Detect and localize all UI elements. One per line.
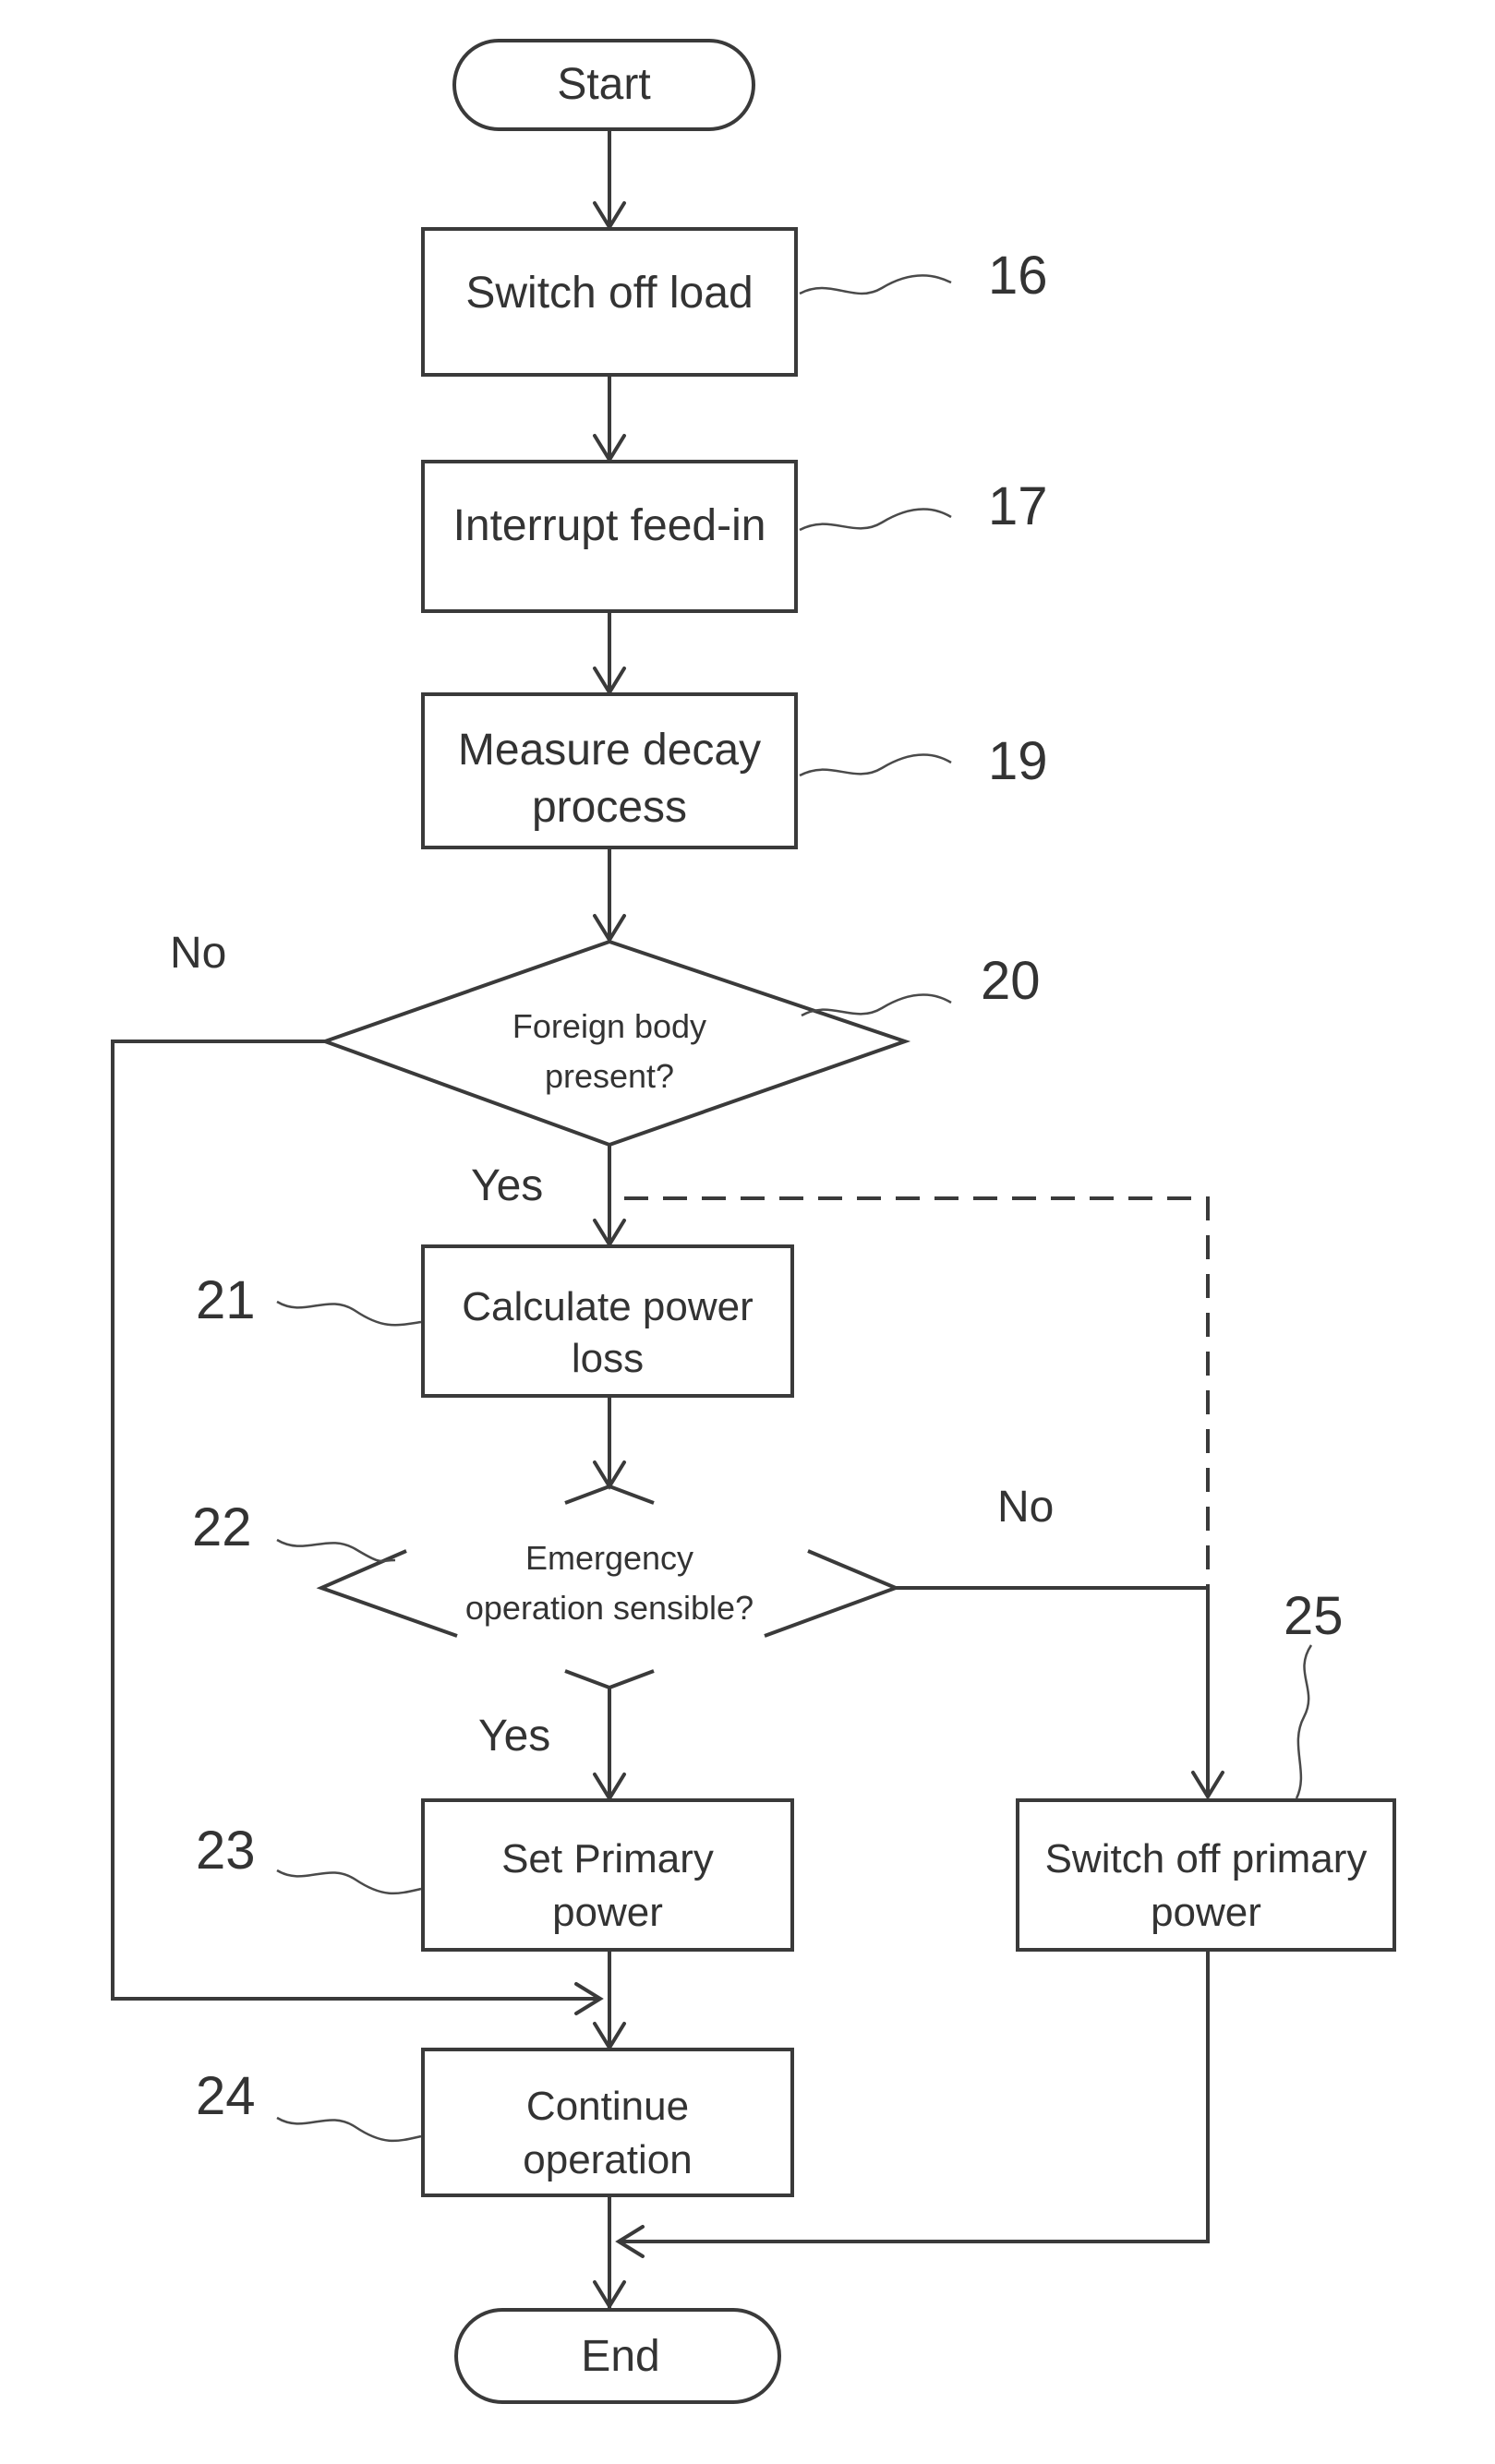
step-interrupt-feed-in: Interrupt feed-in (423, 462, 796, 611)
leader-16 (800, 275, 951, 294)
interrupt-feed-in-label: Interrupt feed-in (453, 501, 766, 550)
ref-21: 21 (196, 1270, 256, 1330)
leader-25 (1296, 1645, 1311, 1798)
step-switch-off-primary-power: Switch off primary power (1018, 1800, 1394, 1950)
connectors (113, 129, 1208, 2308)
step-set-primary-power: Set Primary power (423, 1800, 792, 1950)
ref-23: 23 (196, 1821, 256, 1881)
ref-22: 22 (192, 1497, 252, 1557)
emergency-no-label: No (997, 1483, 1054, 1532)
leader-17 (800, 510, 951, 530)
leader-23 (277, 1870, 421, 1893)
foreign-body-line-2: present? (545, 1057, 674, 1095)
end-label: End (581, 2332, 659, 2381)
step-switch-off-load: Switch off load (423, 229, 796, 375)
switch-off-primary-line-2: power (1151, 1890, 1261, 1935)
emergency-operation-line-2: operation sensible? (465, 1589, 754, 1627)
leader-21 (277, 1302, 421, 1325)
ref-25: 25 (1284, 1586, 1344, 1646)
set-primary-power-line-2: power (552, 1890, 663, 1935)
foreign-body-line-1: Foreign body (512, 1007, 706, 1045)
decision-emergency-operation: Emergency operation sensible? (321, 1486, 896, 1688)
emergency-operation-line-1: Emergency (525, 1539, 693, 1577)
emergency-yes-label: Yes (478, 1712, 550, 1761)
set-primary-power-line-1: Set Primary (501, 1836, 714, 1881)
ref-24: 24 (196, 2066, 256, 2126)
foreign-body-no-label: No (170, 929, 226, 978)
continue-operation-line-1: Continue (526, 2084, 689, 2129)
leader-22 (277, 1540, 395, 1561)
ref-19: 19 (988, 731, 1048, 791)
switch-off-primary-line-1: Switch off primary (1045, 1836, 1368, 1881)
foreign-body-yes-label: Yes (471, 1161, 543, 1210)
measure-decay-line-1: Measure decay (458, 726, 761, 775)
step-continue-operation: Continue operation (423, 2049, 792, 2195)
calculate-power-loss-line-2: loss (572, 1336, 644, 1381)
terminal-end: End (456, 2310, 779, 2402)
switch-off-load-label: Switch off load (465, 269, 753, 318)
ref-17: 17 (988, 476, 1048, 536)
terminal-start: Start (454, 41, 754, 129)
calculate-power-loss-line-1: Calculate power (462, 1284, 754, 1329)
measure-decay-line-2: process (532, 783, 687, 832)
continue-operation-line-2: operation (523, 2137, 692, 2182)
ref-20: 20 (981, 951, 1041, 1011)
start-label: Start (557, 60, 650, 109)
edge-emergency-no (896, 1588, 1208, 1797)
leader-24 (277, 2118, 421, 2141)
ref-16: 16 (988, 246, 1048, 306)
step-measure-decay: Measure decay process (423, 694, 796, 847)
leader-19 (800, 755, 951, 775)
step-calculate-power-loss: Calculate power loss (423, 1246, 792, 1396)
decision-foreign-body: Foreign body present? (325, 942, 905, 1145)
